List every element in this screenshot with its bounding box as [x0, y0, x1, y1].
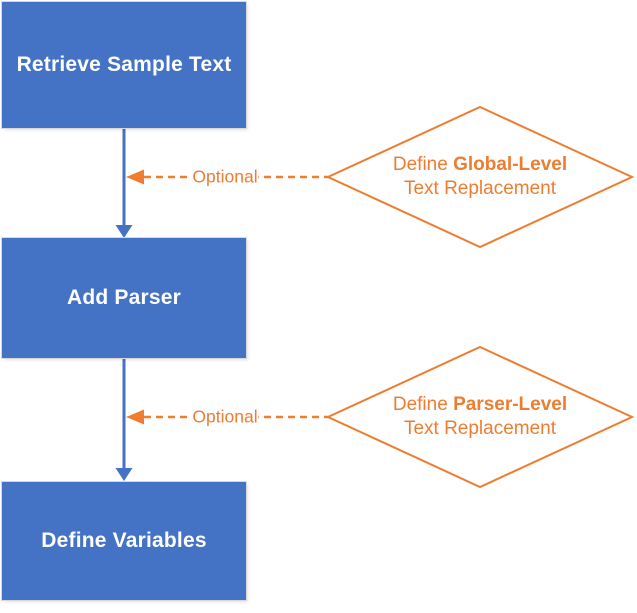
- optional-connector-1: [126, 169, 328, 185]
- step-box-retrieve-sample-text: Retrieve Sample Text: [2, 2, 246, 128]
- step-label: Retrieve Sample Text: [16, 53, 232, 76]
- flow-arrow-2: [115, 358, 133, 481]
- decision-label-parser: Define Parser-Level Text Replacement: [355, 393, 605, 441]
- step-box-define-variables: Define Variables: [2, 482, 246, 600]
- decision-label-global: Define Global-Level Text Replacement: [355, 153, 605, 201]
- optional-label-2: Optional: [191, 406, 259, 428]
- decision-label-line2: Text Replacement: [403, 178, 557, 199]
- decision-diamond-global: [325, 105, 635, 249]
- decision-label-bold: Global-Level: [453, 154, 568, 175]
- decision-label-line2: Text Replacement: [403, 418, 557, 439]
- step-box-add-parser: Add Parser: [2, 238, 246, 358]
- optional-connector-2-arrowhead: [126, 409, 144, 425]
- decision-diamond-parser: [325, 345, 635, 489]
- flow-arrow-1-head: [115, 225, 133, 238]
- optional-connector-1-arrowhead: [126, 169, 144, 185]
- optional-connector-2: [126, 409, 328, 425]
- step-label: Define Variables: [41, 529, 207, 552]
- flow-arrow-2-head: [115, 468, 133, 481]
- decision-label-bold: Parser-Level: [453, 394, 568, 415]
- decision-label-prefix: Define: [392, 394, 454, 415]
- decision-label-prefix: Define: [392, 154, 454, 175]
- optional-label-1: Optional: [191, 166, 259, 188]
- step-label: Add Parser: [66, 286, 182, 309]
- flow-arrow-1: [115, 128, 133, 238]
